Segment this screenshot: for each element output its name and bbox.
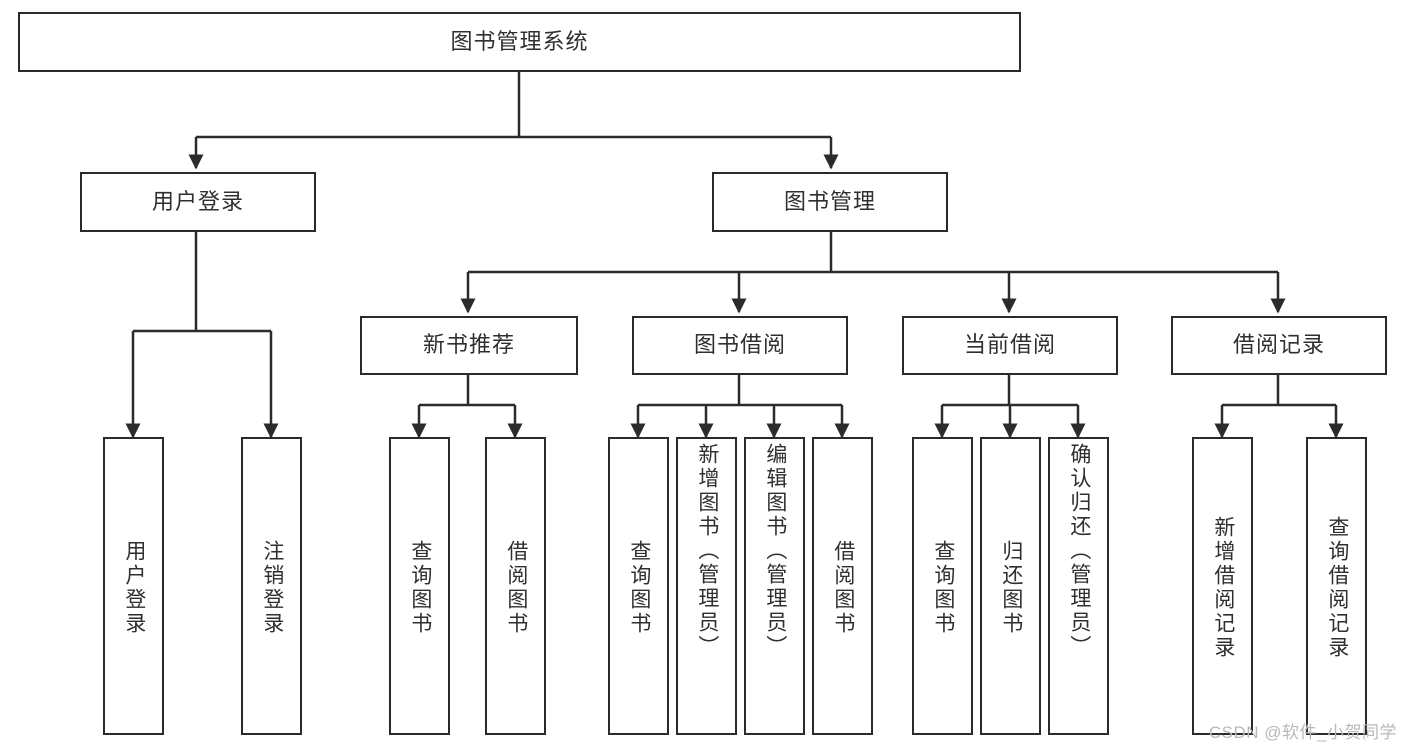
node-root-label: 图书管理系统 xyxy=(450,28,589,54)
node-current-borrow-label: 当前借阅 xyxy=(963,332,1056,358)
leaf-borrow-book[interactable]: 借阅图书 xyxy=(812,437,873,735)
leaf-add-borrow-record[interactable]: 新增借阅记录 xyxy=(1192,437,1253,735)
node-book-manage-label: 图书管理 xyxy=(783,188,876,214)
csdn-watermark: CSDN @软件_小贺同学 xyxy=(1208,723,1397,742)
leaf-query-borrow-record[interactable]: 查询借阅记录 xyxy=(1306,437,1367,735)
leaf-borrow-book-recommend[interactable]: 借阅图书 xyxy=(485,437,546,735)
node-user-login-label: 用户登录 xyxy=(151,188,244,214)
leaf-confirm-return[interactable]: 确认归还（管理员） xyxy=(1048,437,1109,735)
node-book-manage[interactable]: 图书管理 xyxy=(712,172,948,232)
node-current-borrow[interactable]: 当前借阅 xyxy=(902,316,1118,375)
leaf-edit-book[interactable]: 编辑图书（管理员） xyxy=(744,437,805,735)
node-user-login[interactable]: 用户登录 xyxy=(80,172,316,232)
node-borrow-record-label: 借阅记录 xyxy=(1232,332,1325,358)
node-book-borrow[interactable]: 图书借阅 xyxy=(632,316,848,375)
leaf-user-login-label: 用户登录 xyxy=(122,540,146,636)
leaf-logout-label: 注销登录 xyxy=(260,540,284,636)
leaf-return-book[interactable]: 归还图书 xyxy=(980,437,1041,735)
node-new-book-recommend-label: 新书推荐 xyxy=(422,332,515,358)
leaf-user-login[interactable]: 用户登录 xyxy=(103,437,164,735)
node-borrow-record[interactable]: 借阅记录 xyxy=(1171,316,1387,375)
node-book-borrow-label: 图书借阅 xyxy=(693,332,786,358)
leaf-query-book-current-label: 查询图书 xyxy=(931,540,955,636)
leaf-confirm-return-label: 确认归还（管理员） xyxy=(1067,443,1091,659)
node-root[interactable]: 图书管理系统 xyxy=(18,12,1021,72)
leaf-query-book-borrow[interactable]: 查询图书 xyxy=(608,437,669,735)
leaf-borrow-book-recommend-label: 借阅图书 xyxy=(504,540,528,636)
leaf-add-book-label: 新增图书（管理员） xyxy=(695,443,719,659)
leaf-query-book-recommend-label: 查询图书 xyxy=(408,540,432,636)
leaf-edit-book-label: 编辑图书（管理员） xyxy=(763,443,787,659)
leaf-logout[interactable]: 注销登录 xyxy=(241,437,302,735)
leaf-return-book-label: 归还图书 xyxy=(999,540,1023,636)
leaf-query-borrow-record-label: 查询借阅记录 xyxy=(1325,516,1349,660)
leaf-add-borrow-record-label: 新增借阅记录 xyxy=(1211,516,1235,660)
leaf-query-book-current[interactable]: 查询图书 xyxy=(912,437,973,735)
leaf-query-book-borrow-label: 查询图书 xyxy=(627,540,651,636)
node-new-book-recommend[interactable]: 新书推荐 xyxy=(360,316,578,375)
leaf-query-book-recommend[interactable]: 查询图书 xyxy=(389,437,450,735)
leaf-add-book[interactable]: 新增图书（管理员） xyxy=(676,437,737,735)
leaf-borrow-book-label: 借阅图书 xyxy=(831,540,855,636)
